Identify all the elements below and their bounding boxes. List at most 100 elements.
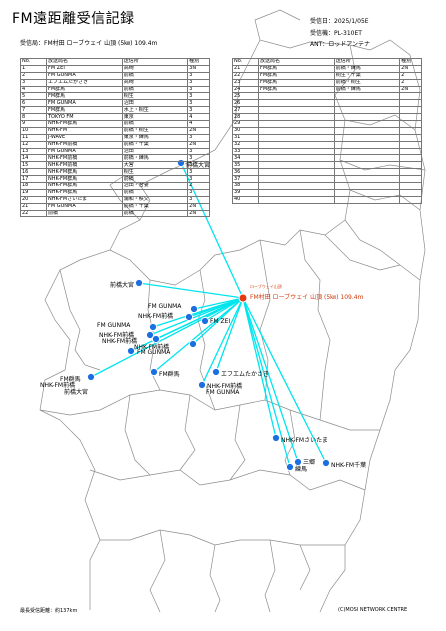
table-cell: FM群馬 <box>45 92 123 101</box>
table-cell <box>333 147 401 156</box>
table-cell: 27 <box>232 106 259 115</box>
table-cell: 2 <box>399 71 422 80</box>
table-cell: 11 <box>20 133 47 142</box>
line-14 <box>201 297 244 386</box>
station-label: 前橋大宮 <box>110 282 135 289</box>
table-cell <box>399 126 422 135</box>
table-cell: 28 <box>232 113 259 122</box>
table-cell: 前橋 <box>121 85 189 94</box>
station-marker <box>148 322 158 332</box>
table-cell <box>399 168 422 177</box>
table-cell: 桐生 <box>121 168 189 177</box>
line-17 <box>242 297 327 464</box>
receiver-marker <box>238 293 248 303</box>
station-label: NHK-FM前橋 <box>138 313 174 320</box>
line-12 <box>215 297 244 373</box>
line-13 <box>90 297 244 378</box>
table-cell: 3 <box>187 147 210 156</box>
table-cell: 3 <box>187 133 210 142</box>
table-cell <box>333 92 401 101</box>
table-cell: 8 <box>20 113 47 122</box>
line-11 <box>153 297 244 373</box>
table-cell: 前橋・練馬 <box>333 64 401 73</box>
table-cell: 高崎 <box>121 64 189 73</box>
table-row: 27 <box>232 106 422 115</box>
table-cell <box>399 133 422 142</box>
station-label: FM GUNMA <box>137 349 171 356</box>
table-cell: 沼田 <box>121 99 189 108</box>
table-cell <box>333 188 401 197</box>
table-cell <box>333 126 401 135</box>
table-row: 36 <box>232 168 422 177</box>
table-cell: FM群馬 <box>257 71 335 80</box>
table-row: 25 <box>232 92 422 101</box>
table-row: 37 <box>232 175 422 184</box>
table-cell <box>257 161 335 170</box>
table-cell: FM GUNMA <box>45 202 123 211</box>
station-label: NHK-FM前橋 <box>134 344 170 351</box>
line-10 <box>130 297 244 352</box>
table-cell: FM群馬 <box>257 64 335 73</box>
table-row: 29 <box>232 120 422 128</box>
table-cell: 2N <box>187 140 210 149</box>
table-cell <box>257 147 335 156</box>
table-cell: 34 <box>232 154 259 163</box>
table-cell: 大宮 <box>121 161 189 170</box>
table-cell: FM GUNMA <box>45 99 123 108</box>
receiver-model: 受信機：PL-310ET <box>310 30 362 37</box>
station-label: 練馬 <box>295 466 308 473</box>
table-row: 38 <box>232 182 422 190</box>
table-cell: 前橋・練馬 <box>121 154 189 163</box>
station-marker <box>86 372 96 382</box>
table-cell: 6 <box>20 99 47 108</box>
line-2 <box>138 282 244 299</box>
station-marker <box>200 316 210 326</box>
table-cell: 3 <box>187 85 210 94</box>
table-cell: FM GUNMA <box>45 147 123 156</box>
table-row: 30 <box>232 126 422 135</box>
table-cell <box>257 133 335 142</box>
station-marker <box>285 462 295 472</box>
table-header-row: No. 放送局名 送信所 種別 <box>20 58 210 66</box>
table-cell: NHK-FM前橋 <box>45 140 123 149</box>
table-cell <box>257 92 335 101</box>
table-cell <box>257 168 335 177</box>
table-cell: 東京・練馬 <box>121 133 189 142</box>
station-marker <box>189 304 199 314</box>
table-cell: 2N <box>187 209 210 218</box>
table-cell: 13 <box>20 147 47 156</box>
station-label: NHK-FM前橋 <box>207 383 243 390</box>
table-cell: 前橋 <box>121 175 189 184</box>
column-header: No. <box>232 58 259 66</box>
line-3 <box>193 297 244 310</box>
table-cell: 前橋 <box>121 120 189 128</box>
table-cell: 26 <box>232 99 259 108</box>
station-label: NHK-FMさいたま <box>281 437 328 444</box>
table-cell: 2N <box>187 202 210 211</box>
table-cell: 前橋・千葉 <box>121 140 189 149</box>
table-cell: 前橋 <box>121 71 189 80</box>
table-row: 39 <box>232 188 422 197</box>
table-cell: 16 <box>20 168 47 177</box>
station-label: 前橋大宮 <box>186 162 211 169</box>
table-cell: 3 <box>187 175 210 184</box>
table-cell: NHK-FM前橋 <box>45 161 123 170</box>
table-cell <box>257 99 335 108</box>
reception-lines <box>90 162 327 468</box>
table-cell: 3 <box>187 195 210 204</box>
table-cell <box>399 140 422 149</box>
station-label: NHK-FM前橋 <box>40 382 76 389</box>
